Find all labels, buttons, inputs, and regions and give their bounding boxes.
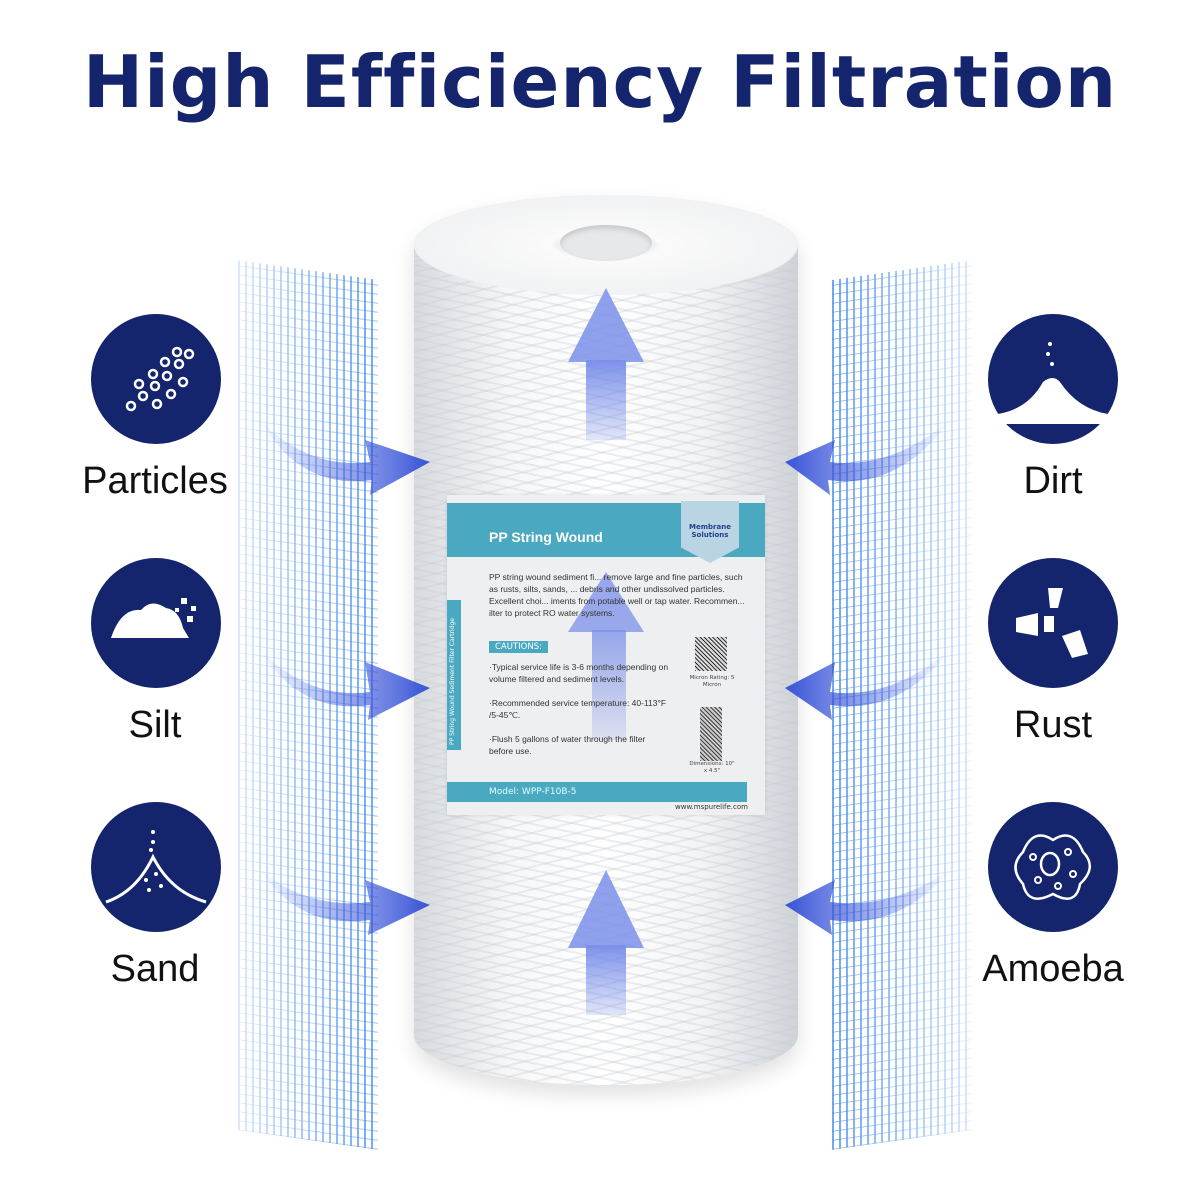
dimensions: Dimensions: 10" x 4.5" — [689, 761, 735, 774]
cartridge-diagram — [700, 707, 722, 761]
silt-icon — [91, 558, 221, 688]
inflow-arrows-right — [785, 420, 950, 935]
rust-icon — [988, 558, 1118, 688]
contaminant-label: Rust — [1013, 704, 1093, 746]
upflow-arrow-top — [568, 288, 644, 440]
particles-icon — [91, 314, 221, 444]
contaminant-label: Dirt — [1023, 460, 1083, 502]
amoeba-icon — [988, 802, 1118, 932]
caution-item: ·Typical service life is 3-6 months depe… — [489, 662, 669, 684]
label-side-strip: PP String Wound Sediment Filter Cartridg… — [447, 600, 461, 750]
caution-item: ·Recommended service temperature: 40-113… — [489, 698, 667, 720]
website: www.mspurelife.com — [675, 803, 748, 811]
dirt-icon — [988, 314, 1118, 444]
contaminant-label: Silt — [128, 704, 182, 746]
sand-icon — [91, 802, 221, 932]
inflow-arrows-left — [260, 420, 430, 935]
label-description: PP string wound sediment fi... remove la… — [489, 572, 745, 618]
upflow-arrow-bottom — [568, 870, 644, 1015]
micron-pattern-image — [695, 637, 727, 671]
page-title: High Efficiency Filtration — [82, 40, 1118, 124]
label-heading: PP String Wound — [489, 529, 603, 545]
cartridge-core-hole — [560, 225, 652, 261]
contaminant-label: Particles — [82, 460, 228, 502]
micron-rating: Micron Rating: 5 Micron — [689, 675, 735, 688]
model-number: Model: WPP-F10B-5 — [447, 782, 747, 802]
contaminant-label: Sand — [110, 948, 200, 990]
contaminant-label: Amoeba — [982, 948, 1124, 990]
cautions-title: CAUTIONS: — [489, 641, 548, 653]
upflow-arrow-middle — [568, 572, 644, 740]
caution-item: ·Flush 5 gallons of water through the fi… — [489, 734, 646, 756]
